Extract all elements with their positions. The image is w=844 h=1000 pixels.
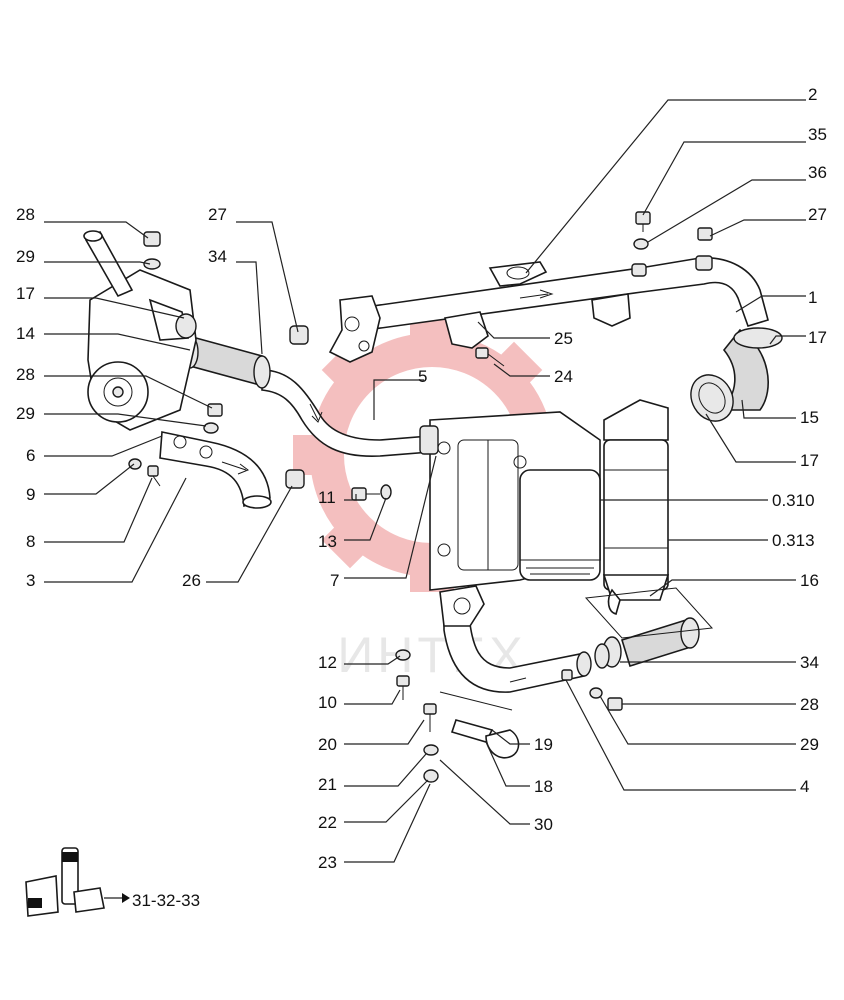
callout-5: 5 xyxy=(418,367,427,386)
callout-8: 8 xyxy=(26,532,35,551)
callout-19: 19 xyxy=(534,735,553,754)
callout-36: 36 xyxy=(808,163,827,182)
callout-34-right: 34 xyxy=(800,653,819,672)
callout-2: 2 xyxy=(808,85,817,104)
fasteners xyxy=(128,211,713,783)
callout-20: 20 xyxy=(318,735,337,754)
callout-24: 24 xyxy=(554,367,573,386)
callout-0-313: 0.313 xyxy=(772,531,815,550)
callout-35: 35 xyxy=(808,125,827,144)
callout-29-right: 29 xyxy=(800,735,819,754)
callout-17-left: 17 xyxy=(16,284,35,303)
hose-15 xyxy=(690,327,783,422)
callout-11: 11 xyxy=(318,488,336,507)
callout-6: 6 xyxy=(26,446,35,465)
water-pump xyxy=(83,230,197,431)
callout-27-left: 27 xyxy=(208,205,227,224)
pipe-4 xyxy=(439,585,592,693)
oil-cooler xyxy=(429,411,601,591)
tools-label: 31-32-33 xyxy=(132,891,200,910)
callout-29-a: 29 xyxy=(16,247,35,266)
callout-28-right: 28 xyxy=(800,695,819,714)
callout-13: 13 xyxy=(318,532,337,551)
tools-icon xyxy=(25,847,130,917)
callout-15: 15 xyxy=(800,408,819,427)
callout-28-a: 28 xyxy=(16,205,35,224)
upper-coolant-pipe xyxy=(328,255,769,363)
callout-30: 30 xyxy=(534,815,553,834)
callout-1: 1 xyxy=(808,288,817,307)
callout-25: 25 xyxy=(554,329,573,348)
callout-21: 21 xyxy=(318,775,337,794)
callout-4: 4 xyxy=(800,777,809,796)
callout-18: 18 xyxy=(534,777,553,796)
callout-17-right-a: 17 xyxy=(808,328,827,347)
clamp-18 xyxy=(439,691,520,759)
callout-10: 10 xyxy=(318,693,337,712)
callout-12: 12 xyxy=(318,653,337,672)
thermostat-housing xyxy=(602,399,670,615)
callout-16: 16 xyxy=(800,571,819,590)
callout-26: 26 xyxy=(182,571,201,590)
callout-34-left: 34 xyxy=(208,247,227,266)
callout-27-right: 27 xyxy=(808,205,827,224)
pipe-3 xyxy=(159,431,272,509)
callout-0-310: 0.310 xyxy=(772,491,815,510)
callout-14: 14 xyxy=(16,324,35,343)
callout-17-right-b: 17 xyxy=(800,451,819,470)
callout-7: 7 xyxy=(330,571,339,590)
callout-28-b: 28 xyxy=(16,365,35,384)
callout-9: 9 xyxy=(26,485,35,504)
callout-29-b: 29 xyxy=(16,404,35,423)
callout-22: 22 xyxy=(318,813,337,832)
callout-23: 23 xyxy=(318,853,337,872)
callout-labels: 2 35 36 27 1 17 15 17 0.310 0.313 16 34 … xyxy=(16,85,827,872)
hose-16 xyxy=(584,587,714,669)
pipe-5 xyxy=(261,369,439,457)
leader-lines xyxy=(44,99,806,863)
callout-3: 3 xyxy=(26,571,35,590)
